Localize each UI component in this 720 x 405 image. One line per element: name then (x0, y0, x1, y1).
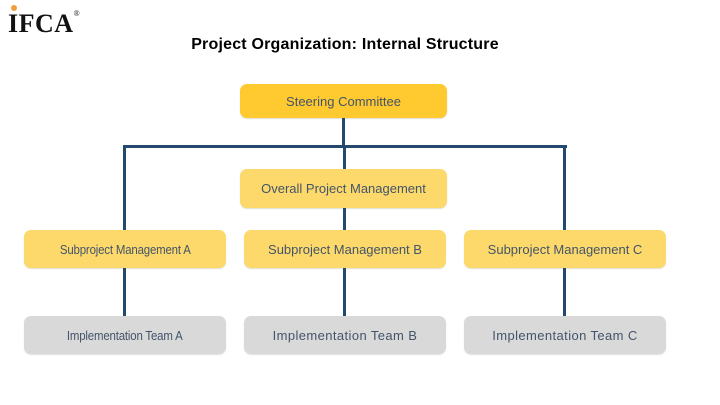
org-node-implementation-team-b: Implementation Team B (244, 316, 446, 354)
node-label: Implementation Team C (492, 327, 638, 343)
node-label: Implementation Team A (67, 327, 183, 343)
connector-root-vertical (342, 118, 345, 146)
connector-left-vertical (123, 145, 126, 230)
node-label: Overall Project Management (261, 181, 426, 196)
org-node-subproject-management-b: Subproject Management B (244, 230, 446, 268)
node-label: Steering Committee (286, 93, 401, 109)
node-label: Subproject Management C (487, 241, 643, 257)
connector-team-a-vertical (123, 268, 126, 316)
org-node-implementation-team-c: Implementation Team C (464, 316, 666, 354)
ifca-logo: IFCA® (8, 4, 88, 44)
page-title: Project Organization: Internal Structure (191, 36, 499, 53)
org-node-subproject-management-c: Subproject Management C (464, 230, 666, 268)
connector-team-b-vertical (343, 268, 346, 316)
node-label: Implementation Team B (272, 327, 418, 343)
org-node-overall-project-management: Overall Project Management (240, 169, 447, 208)
connector-right-vertical (563, 145, 566, 230)
org-node-implementation-team-a: Implementation Team A (24, 316, 226, 354)
node-label: Subproject Management A (59, 241, 191, 257)
org-node-steering-committee: Steering Committee (240, 84, 447, 118)
connector-team-c-vertical (563, 268, 566, 316)
org-node-subproject-management-a: Subproject Management A (24, 230, 226, 268)
node-label: Subproject Management B (268, 241, 422, 257)
registered-mark-icon: ® (73, 9, 80, 18)
logo-dot-icon (11, 5, 17, 11)
logo-text: IFCA (8, 9, 74, 38)
